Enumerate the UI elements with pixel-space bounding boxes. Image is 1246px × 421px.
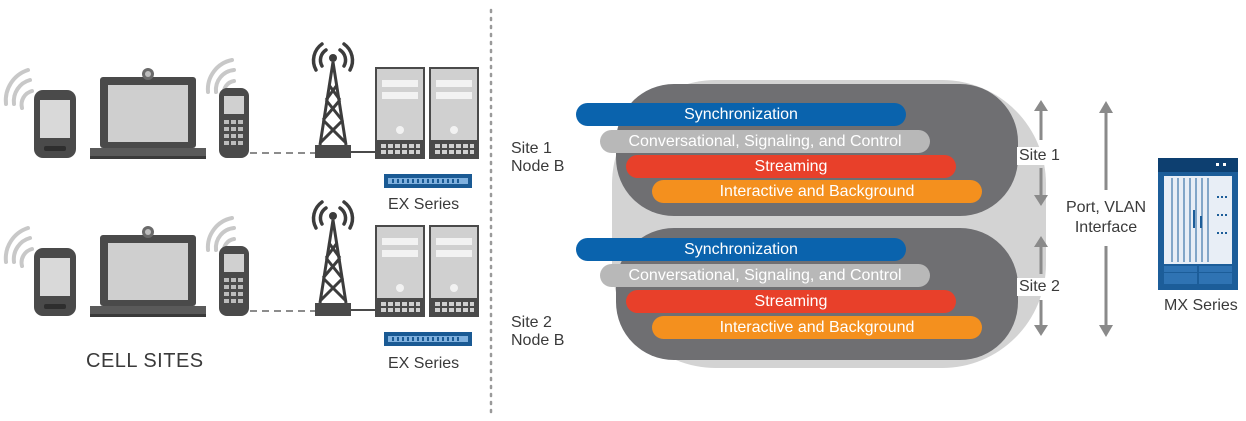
site-1-node-line1: Site 1	[511, 140, 552, 157]
band-interactive-site-1: Interactive and Background	[652, 180, 982, 203]
site-1-arrow-label: Site 1	[1017, 147, 1062, 165]
band-label: Streaming	[754, 158, 828, 175]
ex-series-label-bottom: EX Series	[388, 355, 460, 372]
site-1-node-line2: Node B	[511, 158, 565, 175]
site-1-node-label: Site 1 Node B	[511, 140, 564, 176]
port-vlan-line1: Port, VLAN	[1065, 199, 1147, 216]
band-label: Streaming	[754, 293, 828, 310]
port-vlan-arrow	[1099, 101, 1113, 337]
mx-series-router-icon	[1158, 158, 1238, 290]
cell-site-row-2	[3, 200, 480, 348]
site-2-node-line1: Site 2	[511, 314, 552, 331]
band-synchronization-site-2: Synchronization	[576, 238, 906, 261]
band-streaming-site-2: Streaming	[626, 290, 956, 313]
cell-sites-label: CELL SITES	[86, 350, 204, 372]
band-streaming-site-1: Streaming	[626, 155, 956, 178]
site-2-arrow-label: Site 2	[1017, 278, 1062, 296]
band-label: Synchronization	[684, 241, 798, 258]
port-vlan-interface-label: Port, VLAN Interface	[1060, 198, 1152, 238]
ex-series-label-top: EX Series	[388, 196, 460, 213]
band-label: Conversational, Signaling, and Control	[628, 267, 902, 284]
site-2-node-label: Site 2 Node B	[511, 314, 564, 350]
band-conversational-site-2: Conversational, Signaling, and Control	[600, 264, 930, 287]
site-2-arrow	[1034, 236, 1048, 336]
band-label: Interactive and Background	[719, 183, 915, 200]
mx-series-label: MX Series	[1164, 297, 1238, 314]
cell-site-row-1	[3, 42, 480, 190]
site-2-node-line2: Node B	[511, 332, 565, 349]
band-conversational-site-1: Conversational, Signaling, and Control	[600, 130, 930, 153]
band-synchronization-site-1: Synchronization	[576, 103, 906, 126]
site-1-arrow	[1034, 100, 1048, 206]
port-vlan-line2: Interface	[1074, 219, 1138, 236]
band-interactive-site-2: Interactive and Background	[652, 316, 982, 339]
band-label: Synchronization	[684, 106, 798, 123]
band-label: Interactive and Background	[719, 319, 915, 336]
band-label: Conversational, Signaling, and Control	[628, 133, 902, 150]
